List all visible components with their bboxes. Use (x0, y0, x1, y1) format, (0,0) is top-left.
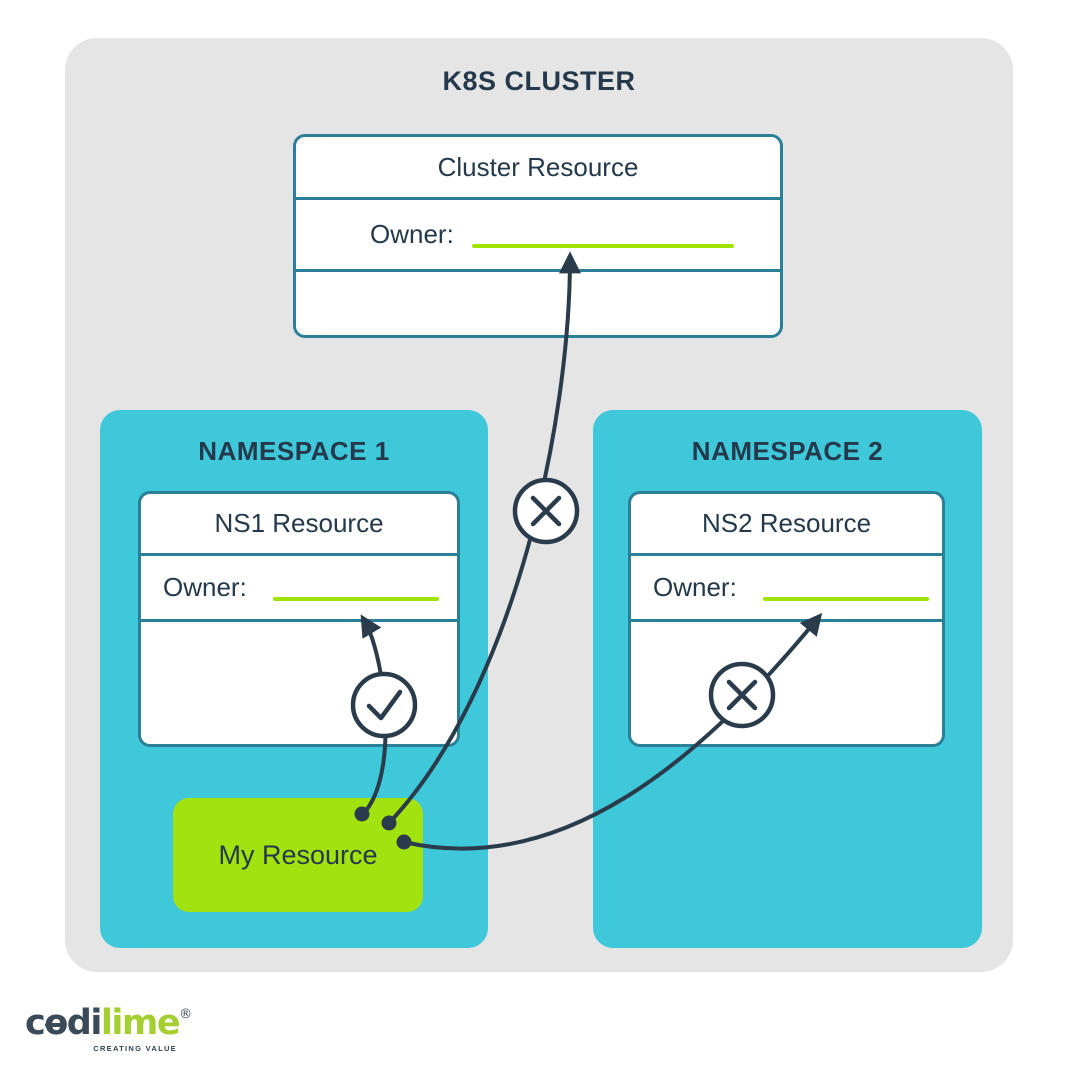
ns1-owner-label: Owner: (163, 572, 247, 602)
cluster-resource-empty-row (296, 272, 780, 335)
ns1-resource-title: NS1 Resource (141, 494, 457, 556)
namespace-2-title: NAMESPACE 2 (691, 436, 884, 466)
my-resource-label: My Resource (218, 839, 378, 870)
ns2-resource-title: NS2 Resource (631, 494, 942, 556)
ns1-resource-box: NS1 Resource Owner: (138, 491, 460, 747)
namespace-1-title: NAMESPACE 1 (198, 436, 390, 466)
codilime-logo: codilime® CREATING VALUE (25, 1003, 192, 1054)
codilime-logo-wordmark: codilime® (25, 1003, 192, 1043)
ns2-owner-label: Owner: (653, 572, 737, 602)
k8s-cluster-title: K8S CLUSTER (442, 66, 636, 96)
cluster-owner-label: Owner: (370, 219, 454, 249)
namespace-1-container: NAMESPACE 1 NS1 Resource Owner: My Resou… (100, 410, 488, 948)
cluster-resource-title: Cluster Resource (296, 137, 780, 200)
cluster-owner-value-line (471, 244, 734, 248)
ns1-resource-empty-row (141, 622, 457, 744)
ns2-resource-empty-row (631, 622, 942, 744)
ns2-resource-box: NS2 Resource Owner: (628, 491, 945, 747)
ns1-owner-value-line (272, 597, 439, 601)
codilime-tagline: CREATING VALUE (93, 1044, 177, 1053)
ns2-owner-row: Owner: (631, 556, 942, 622)
namespace-2-container: NAMESPACE 2 NS2 Resource Owner: (593, 410, 982, 948)
ns2-owner-value-line (762, 597, 929, 601)
ns1-owner-row: Owner: (141, 556, 457, 622)
k8s-cluster-container: K8S CLUSTER Cluster Resource Owner: NAME… (65, 38, 1013, 972)
logo-letters: di (66, 1003, 103, 1043)
cluster-owner-row: Owner: (296, 200, 780, 272)
registered-trademark-icon: ® (179, 1007, 193, 1022)
logo-barred-o: o (44, 1003, 68, 1043)
logo-letter: c (25, 1003, 46, 1043)
cluster-resource-box: Cluster Resource Owner: (293, 134, 783, 338)
logo-lime-letters: lime (100, 1003, 181, 1043)
my-resource-box: My Resource (173, 798, 423, 912)
